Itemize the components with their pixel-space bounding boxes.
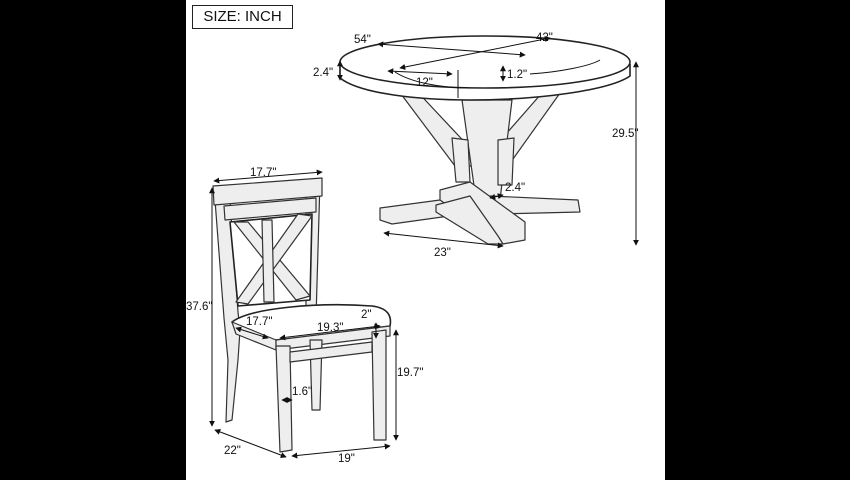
chair-total-height-label: 37.6" xyxy=(186,301,212,313)
table-dimension-lines xyxy=(337,36,639,249)
chair-leg-label: 1.6" xyxy=(292,386,312,398)
table-height-label: 29.5" xyxy=(612,128,638,140)
chair-back xyxy=(212,177,323,423)
table-base-label: 23" xyxy=(434,247,451,259)
chair-seat-thickness-label: 2" xyxy=(361,309,371,321)
chair-dimension-lines xyxy=(209,169,399,459)
chair-width-label: 19" xyxy=(338,453,355,465)
table-drawing: 54" 42" 2.4" 12" 1.2" 29.5" 2.4" 23" xyxy=(313,32,639,259)
chair-seat-depth-label: 17.7" xyxy=(246,316,272,328)
table-apron-label: 1.2" xyxy=(507,69,527,81)
size-unit-label: SIZE: INCH xyxy=(192,5,293,29)
chair-seat-height-label: 19.7" xyxy=(397,367,423,379)
table-top-thickness-label: 2.4" xyxy=(313,67,333,79)
table-leaf-label: 12" xyxy=(416,77,433,89)
chair-seat-width-label: 19.3" xyxy=(317,322,343,334)
table-width-label: 42" xyxy=(536,32,553,44)
chair-drawing: 17.7" 37.6" 17.7" 19.3" 2" 19.7" 1.6" 22… xyxy=(186,167,423,465)
table-pedestal xyxy=(379,69,581,245)
chair-depth-label: 22" xyxy=(224,445,241,457)
chair-back-width-label: 17.7" xyxy=(250,167,276,179)
diagram-canvas: 54" 42" 2.4" 12" 1.2" 29.5" 2.4" 23" xyxy=(186,32,639,465)
table-leg-thickness-label: 2.4" xyxy=(505,182,525,194)
table-length-label: 54" xyxy=(354,34,371,46)
product-dimension-diagram: SIZE: INCH xyxy=(186,0,665,480)
table-top xyxy=(339,35,631,101)
